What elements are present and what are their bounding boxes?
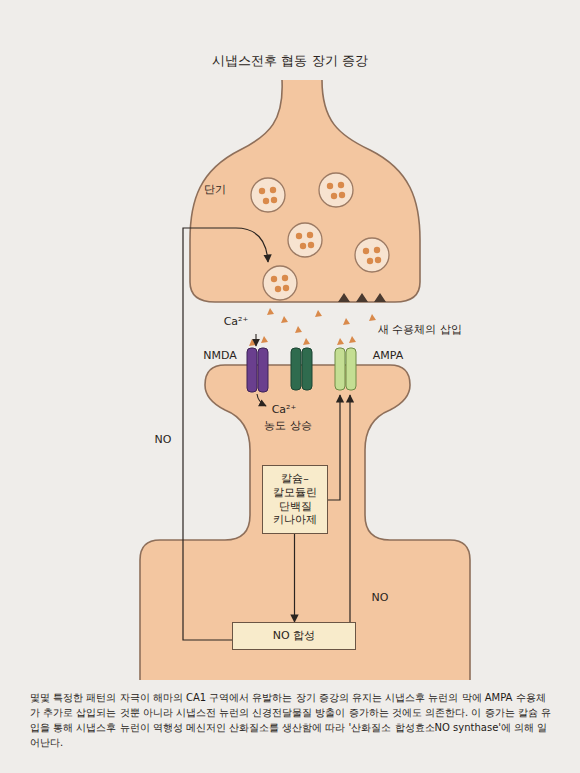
synaptic-vesicle (355, 238, 389, 272)
diagram-label: AMPA (373, 349, 403, 362)
nmda-receptor (247, 348, 257, 392)
transmitter-particle (349, 336, 356, 343)
transmitter-particle (261, 336, 268, 343)
transmitter-particle (275, 286, 281, 292)
glutamate-group (249, 308, 376, 346)
postsynaptic-membrane (140, 365, 470, 680)
diagram-label: NO (155, 433, 172, 446)
box-text: 칼슘– 칼모듈린 단백질 키나아제 (266, 472, 324, 527)
calcium-arrow (257, 394, 266, 406)
diagram-label: 농도 상승 (264, 419, 312, 432)
flow-arrow (294, 534, 295, 622)
receptor (291, 348, 301, 390)
insertion-arrow (328, 395, 340, 500)
ampa-receptor (346, 348, 356, 390)
synaptic-vesicle (319, 173, 353, 207)
figure-title: 시냅스전후 협동 장기 증강 (0, 52, 580, 70)
diagram-label: Ca²⁺ (272, 403, 297, 416)
transmitter-particle (327, 183, 333, 189)
presynaptic-membrane (190, 80, 420, 302)
figure-caption: 몇몇 특정한 패턴의 자극이 해마의 CA1 구역에서 유발하는 장기 증강의 … (30, 690, 552, 750)
diagram-label: 새 수용체의 삽입 (378, 323, 462, 336)
synaptic-vesicle (263, 266, 297, 300)
transmitter-particle (307, 232, 313, 238)
transmitter-particle (295, 326, 302, 333)
transmitter-particle (282, 275, 288, 281)
transmitter-particle (300, 243, 306, 249)
diagram-label: 단기 (204, 183, 226, 196)
transmitter-particle (331, 193, 337, 199)
presynaptic-terminal (190, 80, 420, 302)
transmitter-particle (343, 318, 350, 325)
transmitter-particle (363, 248, 369, 254)
transmitter-particle (315, 310, 322, 317)
transmitter-particle (337, 338, 344, 345)
transmitter-particle (367, 258, 373, 264)
synaptic-vesicle (288, 223, 322, 257)
insertion-arrow (349, 395, 350, 622)
receptor (302, 348, 312, 390)
transmitter-particle (271, 197, 277, 203)
transmitter-particle (249, 339, 256, 346)
transmitter-particle (283, 285, 289, 291)
no-retrograde-path (183, 228, 268, 640)
transmitter-particle (270, 187, 276, 193)
transmitter-particle (338, 182, 344, 188)
transmitter-particle (263, 198, 269, 204)
process-box: NO 합성 (232, 622, 356, 650)
transmitter-particle (281, 316, 288, 323)
title-text: 시냅스전후 협동 장기 증강 (212, 53, 367, 68)
box-text: NO 합성 (236, 629, 352, 643)
synaptic-vesicle (251, 178, 285, 212)
release-site (338, 293, 386, 302)
nmda-receptor (258, 348, 268, 392)
calcium-arrow (255, 334, 256, 346)
ampa-receptor (335, 348, 345, 390)
transmitter-particle (296, 233, 302, 239)
diagram-label: NMDA (203, 349, 237, 362)
transmitter-particle (339, 192, 345, 198)
transmitter-particle (303, 338, 310, 345)
transmitter-particle (375, 257, 381, 263)
vesicle-group (251, 173, 389, 300)
transmitter-particle (369, 314, 376, 321)
transmitter-particle (374, 247, 380, 253)
transmitter-particle (259, 188, 265, 194)
transmitter-particle (308, 242, 314, 248)
transmitter-particle (271, 276, 277, 282)
process-box: 칼슘– 칼모듈린 단백질 키나아제 (262, 465, 328, 534)
diagram-label: NO (372, 591, 389, 604)
transmitter-particle (267, 308, 274, 315)
diagram-label: Ca²⁺ (224, 315, 249, 328)
postsynaptic-neuron (140, 365, 470, 680)
